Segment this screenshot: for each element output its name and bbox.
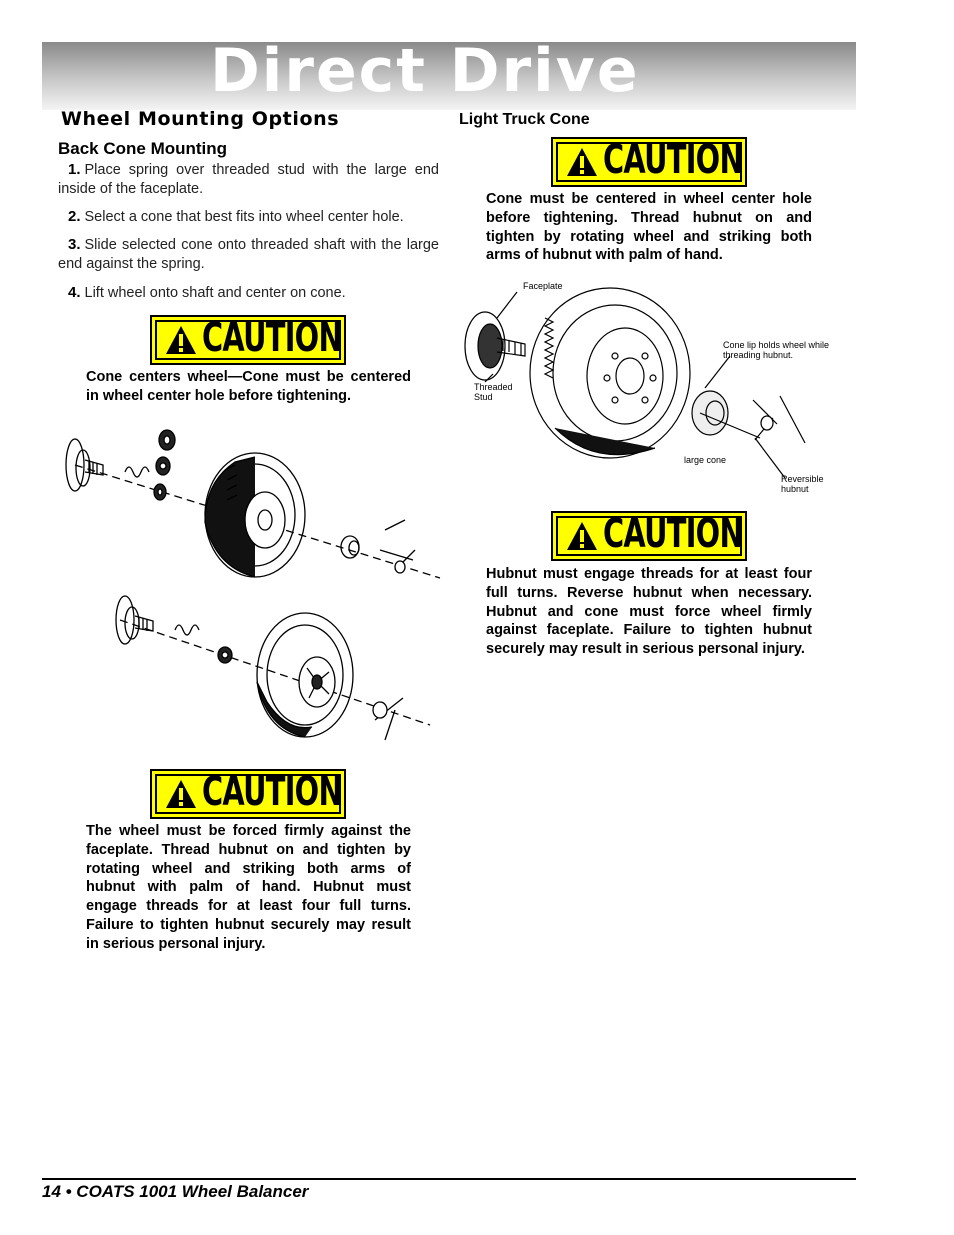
footer-text: 14 • COATS 1001 Wheel Balancer [42,1182,309,1201]
light-truck-heading: Light Truck Cone [459,111,590,128]
faceplate-label: Faceplate [523,281,563,291]
caution-label: CAUTION [603,511,744,557]
caution-text: Cone must be centered in wheel center ho… [486,191,812,264]
step-text: Select a cone that best fits into wheel … [84,209,404,225]
step-text: Lift wheel onto shaft and center on cone… [84,285,346,301]
step-number: 4. [68,284,81,301]
step-number: 2. [68,208,81,225]
caution-text: The wheel must be forced firmly against … [86,823,411,952]
caution-sign: CAUTION [551,137,747,187]
caution-sign: CAUTION [150,769,346,819]
step-3: 3.Slide selected cone onto threaded shaf… [58,235,439,274]
caution-text: Cone centers wheel—Cone must be centered… [86,369,411,404]
step-text: Place spring over threaded stud with the… [58,162,439,197]
caution-sign: CAUTION [551,511,747,561]
back-cone-mounting-illustration [65,429,441,741]
warning-triangle-icon [166,326,196,354]
warning-triangle-icon [567,148,597,176]
step-4: 4.Lift wheel onto shaft and center on co… [58,283,439,303]
reversible-hubnut-label-1: Reversible [781,474,824,484]
caution-label: CAUTION [603,137,744,183]
cone-lip-label-1: Cone lip holds wheel while [723,340,829,350]
warning-triangle-icon [567,522,597,550]
caution-text: Hubnut must engage threads for at least … [486,566,812,658]
step-number: 1. [68,161,81,178]
reversible-hubnut-label-2: hubnut [781,484,809,494]
cone-lip-label-2: threading hubnut. [723,350,793,360]
banner-title: Direct Drive [210,42,640,106]
large-cone-label: large cone [684,455,726,465]
step-text: Slide selected cone onto threaded shaft … [58,237,439,272]
step-number: 3. [68,236,81,253]
step-2: 2.Select a cone that best fits into whee… [58,207,439,227]
footer-rule [42,1178,856,1180]
caution-label: CAUTION [202,769,343,815]
warning-triangle-icon [166,780,196,808]
caution-sign: CAUTION [150,315,346,365]
back-cone-heading: Back Cone Mounting [58,139,228,158]
threaded-stud-label-2: Stud [474,392,493,402]
step-1: 1.Place spring over threaded stud with t… [58,160,439,199]
caution-label: CAUTION [202,315,343,361]
section-title: Wheel Mounting Options [61,108,340,130]
light-truck-cone-illustration: Faceplate Threaded Stud Cone lip holds w… [464,281,829,494]
header-banner: Direct Drive [42,42,856,110]
threaded-stud-label-1: Threaded [474,382,513,392]
